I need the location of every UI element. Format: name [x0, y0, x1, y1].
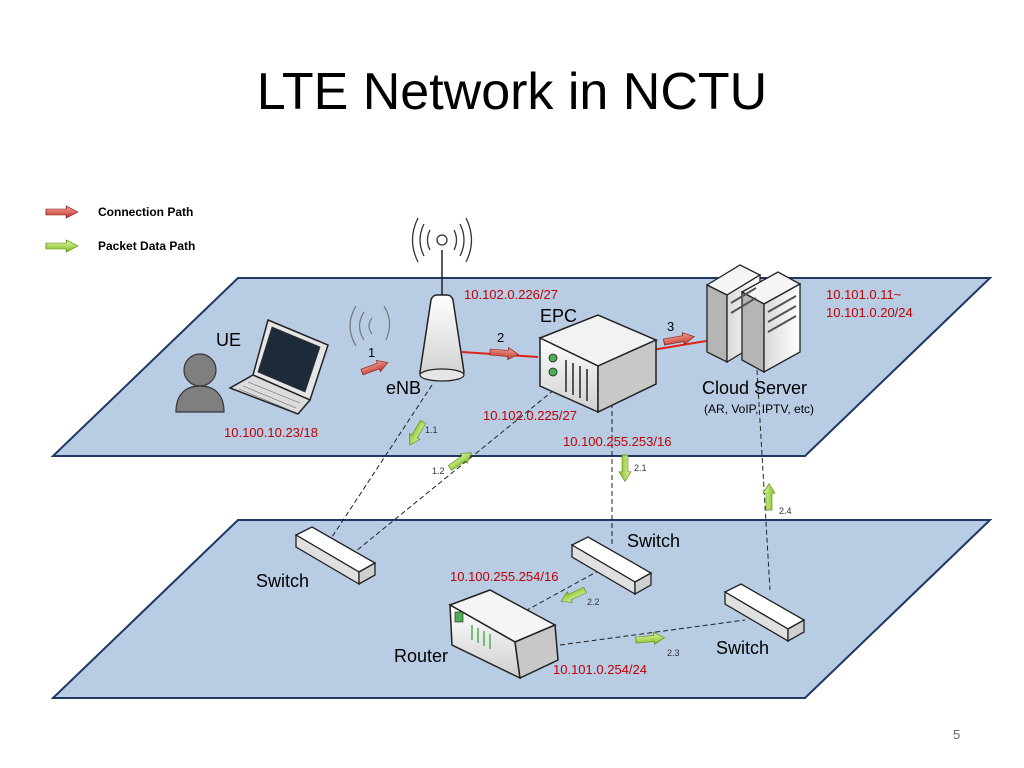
signal-waves-icon — [411, 217, 473, 263]
epc-server-icon — [538, 314, 658, 414]
cloud-server-note: (AR, VoIP, IPTV, etc) — [704, 402, 814, 416]
switch-left-label: Switch — [256, 571, 309, 591]
step-2-3-label: 2.3 — [667, 648, 680, 658]
step-1-1-label: 1.1 — [425, 425, 438, 435]
step-2-label: 2 — [497, 330, 504, 345]
user-icon — [175, 353, 225, 413]
legend: Connection Path Packet Data Path — [45, 205, 195, 253]
switch-right-label: Switch — [716, 638, 769, 658]
switch-right-icon — [723, 583, 806, 643]
epc-internal-ip: 10.102.0.225/27 — [483, 408, 577, 423]
step-3-label: 3 — [667, 319, 674, 334]
switch-middle-label: Switch — [627, 531, 680, 551]
enb-label: eNB — [386, 378, 421, 398]
step-2-2-label: 2.2 — [587, 597, 600, 607]
ue-signal-waves-icon — [349, 305, 391, 347]
enb-tower-icon — [419, 250, 465, 382]
connection-path-legend-arrow — [45, 205, 79, 219]
dashed-links — [329, 369, 771, 646]
cloud-ip-2: 10.101.0.20/24 — [826, 305, 913, 320]
cloud-server-label: Cloud Server — [702, 378, 807, 398]
step-2-4-label: 2.4 — [779, 506, 792, 516]
epc-external-ip: 10.100.255.253/16 — [563, 434, 671, 449]
cloud-server-icon — [705, 264, 802, 374]
page-number: 5 — [953, 727, 960, 742]
enb-ip: 10.102.0.226/27 — [464, 287, 558, 302]
router-icon — [448, 589, 559, 680]
epc-label: EPC — [540, 306, 577, 326]
ue-label: UE — [216, 330, 241, 350]
connection-path-legend-label: Connection Path — [98, 205, 193, 219]
router-ip-2: 10.101.0.254/24 — [553, 662, 647, 677]
slide-title: LTE Network in NCTU — [256, 63, 768, 121]
step-2-1-arrow — [618, 454, 632, 482]
switch-middle-icon — [570, 536, 653, 596]
ue-ip: 10.100.10.23/18 — [224, 425, 318, 440]
packet-data-path-legend-label: Packet Data Path — [98, 239, 195, 253]
laptop-icon — [228, 318, 329, 415]
cloud-ip-1: 10.101.0.11~ — [826, 287, 902, 302]
packet-data-path-legend-arrow — [45, 239, 79, 253]
router-label: Router — [394, 646, 448, 666]
router-ip-1: 10.100.255.254/16 — [450, 569, 558, 584]
switch-left-icon — [294, 526, 377, 586]
step-1-label: 1 — [368, 345, 375, 360]
step-2-1-label: 2.1 — [634, 463, 647, 473]
step-1-2-label: 1.2 — [432, 466, 445, 476]
